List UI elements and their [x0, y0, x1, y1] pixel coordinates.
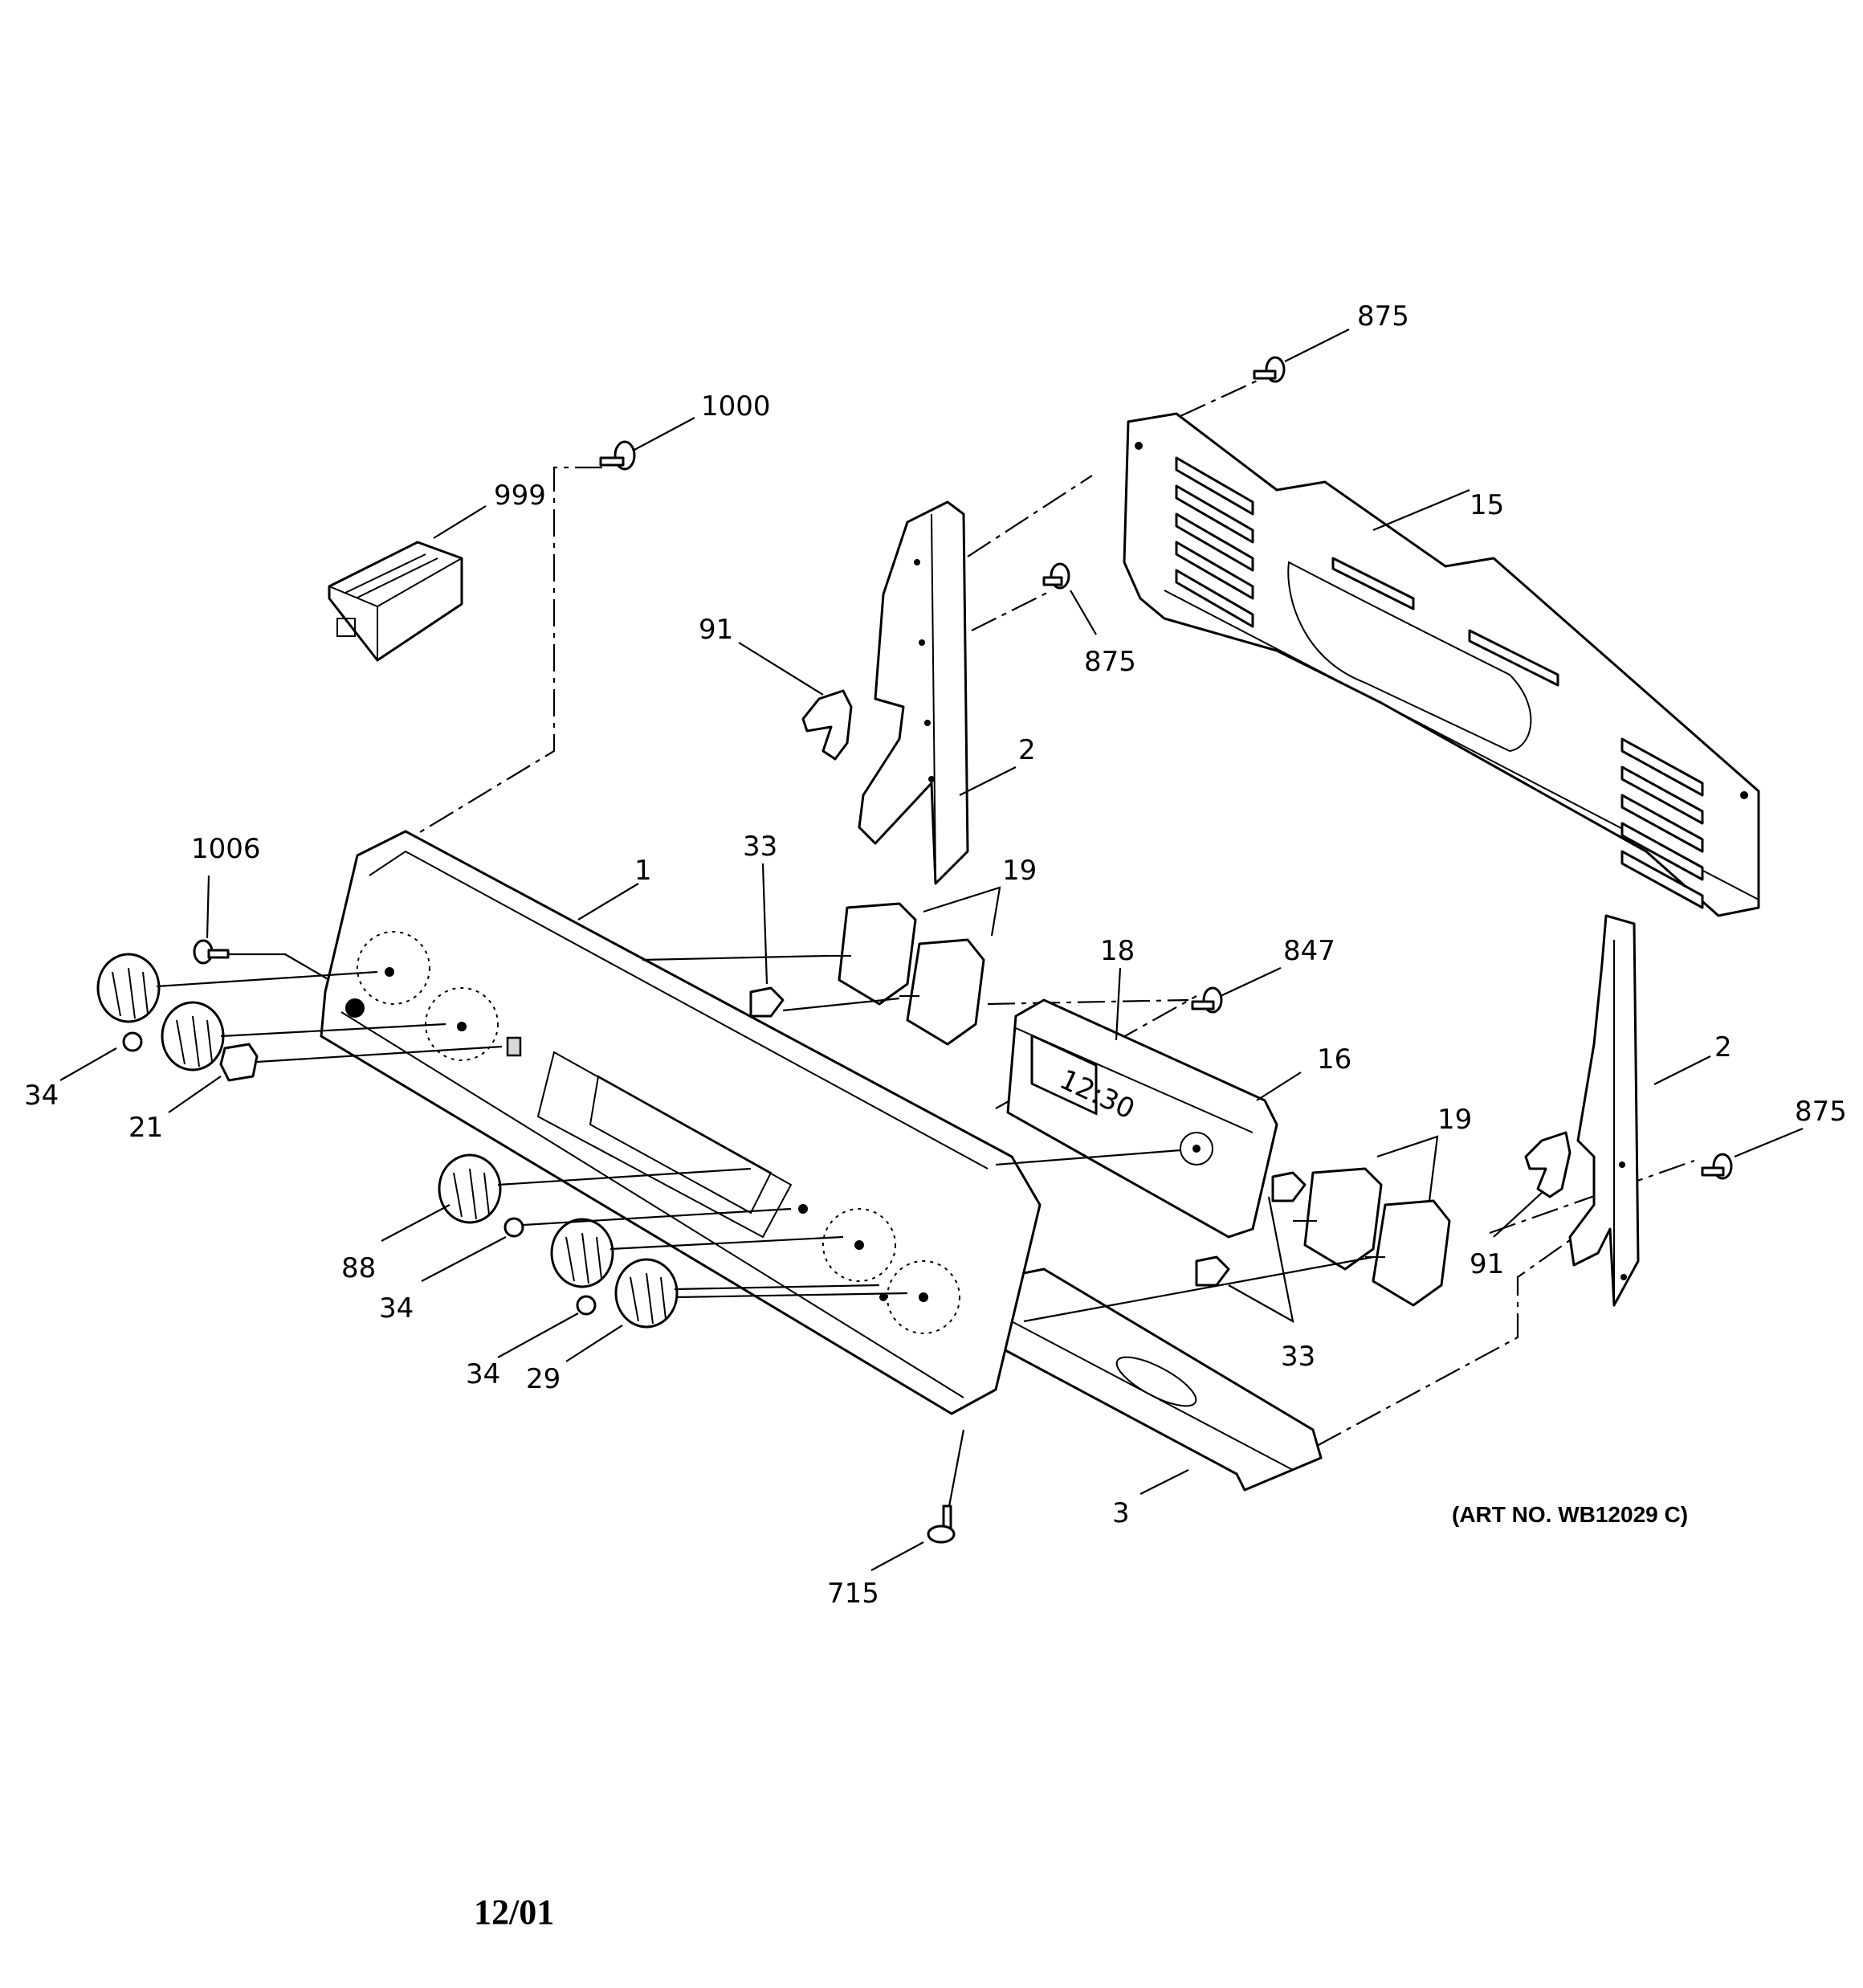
callout-91-right: 91 [1470, 1248, 1504, 1280]
knob-right-upper[interactable] [550, 1218, 614, 1288]
callout-33-top: 33 [743, 831, 777, 863]
callout-2-left: 2 [1018, 734, 1036, 766]
callout-3: 3 [1112, 1497, 1130, 1529]
date-code: 12/01 [474, 1892, 554, 1932]
callout-999: 999 [494, 480, 546, 512]
switch-part-19-d[interactable] [1365, 1199, 1451, 1307]
callout-16: 16 [1317, 1043, 1351, 1076]
art-number: (ART NO. WB12029 C) [1452, 1502, 1688, 1527]
callout-labels: 875 1000 999 15 91 875 2 1006 33 1 19 18… [24, 300, 1847, 1610]
rear-shield-part-15[interactable] [1123, 412, 1760, 917]
screw-part-715[interactable] [927, 1504, 956, 1544]
carton-part-999[interactable] [328, 541, 463, 662]
callout-34-bottom: 34 [466, 1358, 500, 1390]
callout-34-middle: 34 [379, 1292, 414, 1325]
backsplash-part-1[interactable] [320, 830, 1042, 1415]
screw-part-847[interactable] [1191, 986, 1223, 1014]
switch-part-19-b[interactable] [899, 938, 985, 1046]
callout-2-right: 2 [1714, 1031, 1732, 1063]
bushing-part-34-c[interactable] [576, 1295, 597, 1316]
end-cap-part-2-left[interactable] [858, 500, 969, 885]
clip-part-33-c[interactable] [1195, 1255, 1230, 1287]
callout-847: 847 [1283, 935, 1335, 967]
bracket-part-91-left[interactable] [801, 689, 853, 761]
switch-part-21[interactable] [219, 1043, 259, 1082]
callout-19-bottom: 19 [1437, 1104, 1472, 1136]
end-cap-part-2-right[interactable] [1568, 914, 1640, 1307]
bracket-part-91-right[interactable] [1524, 1131, 1572, 1198]
callout-33-bottom: 33 [1281, 1341, 1315, 1373]
callout-715: 715 [827, 1578, 879, 1610]
knob-left-upper[interactable] [96, 953, 161, 1023]
control-board-part-16[interactable]: 12:30 [1006, 998, 1278, 1239]
bushing-part-34-b[interactable] [503, 1217, 524, 1238]
bushing-part-34-a[interactable] [122, 1031, 143, 1052]
callout-leaders [59, 329, 1804, 1571]
callout-1: 1 [634, 855, 652, 887]
callout-1006: 1006 [191, 833, 261, 865]
screw-part-875-top[interactable] [1253, 356, 1286, 383]
callout-34-left: 34 [24, 1080, 59, 1112]
callout-875-middle: 875 [1084, 646, 1136, 678]
callout-19-top: 19 [1002, 855, 1037, 887]
clip-part-33-b[interactable] [1271, 1171, 1307, 1202]
callout-88: 88 [341, 1252, 376, 1284]
callout-15: 15 [1470, 489, 1504, 521]
clip-part-33-a[interactable] [749, 986, 785, 1018]
callout-875-top: 875 [1357, 300, 1409, 333]
part-leader-lines [156, 953, 1374, 1507]
trim-strip-part-3[interactable] [1002, 1268, 1323, 1492]
screw-part-875-middle[interactable] [1042, 562, 1070, 590]
callout-875-right: 875 [1795, 1096, 1847, 1128]
knob-part-29[interactable] [614, 1258, 679, 1329]
callout-21: 21 [128, 1112, 163, 1144]
screw-part-875-right[interactable] [1701, 1153, 1733, 1180]
callout-1000: 1000 [701, 390, 771, 423]
knob-part-88[interactable] [438, 1153, 502, 1224]
shield-vent-slots [1175, 456, 1704, 909]
knob-left-lower[interactable] [161, 1001, 225, 1072]
callout-29: 29 [526, 1363, 561, 1395]
screw-part-1000[interactable] [599, 440, 636, 471]
screw-part-1006[interactable] [193, 939, 230, 965]
switch-part-19-a[interactable] [827, 902, 917, 1006]
callout-18: 18 [1100, 935, 1135, 967]
switch-part-19-c[interactable] [1293, 1167, 1383, 1271]
callout-91-left: 91 [699, 614, 733, 646]
